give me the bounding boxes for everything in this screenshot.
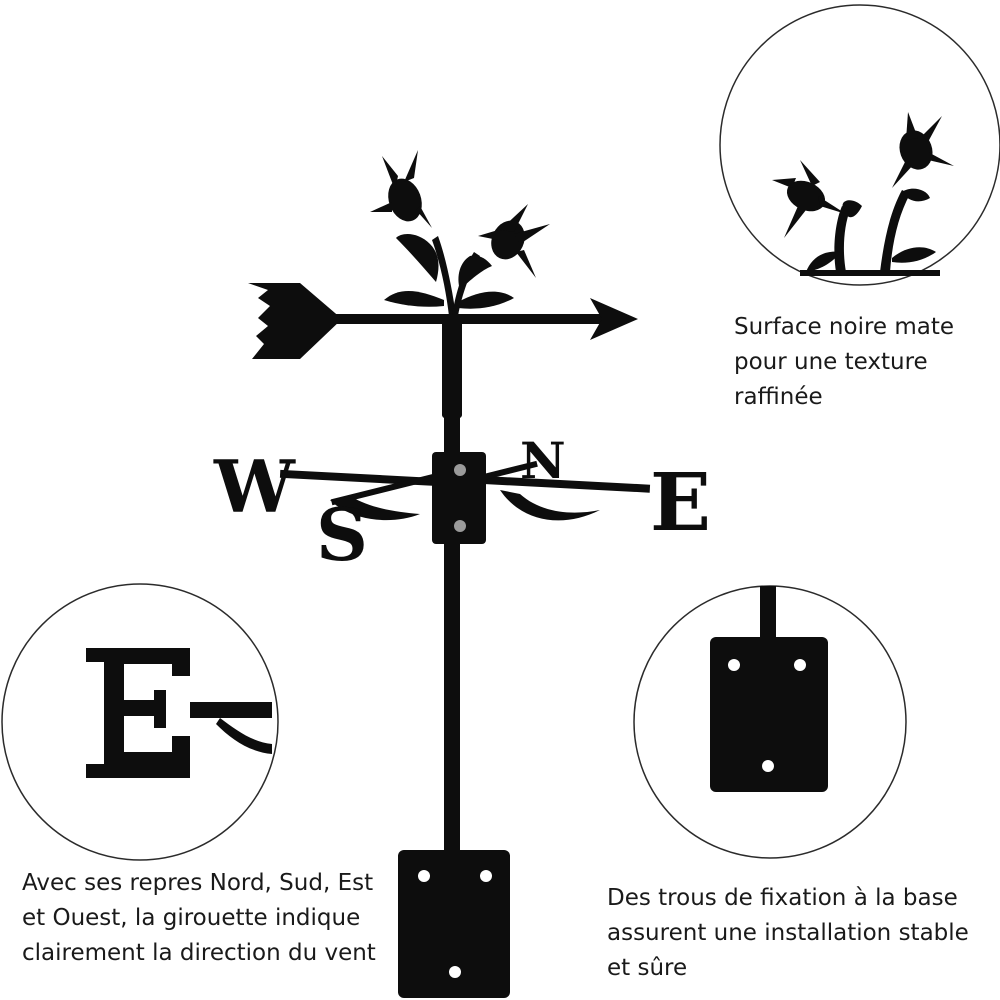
hummingbird-right — [478, 204, 550, 278]
detail-circle-mount — [633, 585, 907, 859]
compass-letter-east: E — [650, 455, 711, 549]
mounting-plate — [398, 850, 510, 998]
caption-line: et Ouest, la girouette indique — [22, 905, 361, 931]
caption-line: pour une texture — [734, 349, 928, 375]
hummingbird-left — [370, 150, 432, 228]
compass-arms — [279, 460, 651, 521]
caption-finish: Surface noire mate pour une texture raff… — [734, 310, 954, 415]
arrow-shaft — [320, 314, 610, 324]
caption-line: raffinée — [734, 384, 823, 410]
caption-mount: Des trous de fixation à la base assurent… — [607, 881, 969, 986]
weathervane: W E N S — [213, 150, 711, 998]
compass-letter-south: S — [316, 492, 368, 577]
caption-line: clairement la direction du vent — [22, 940, 376, 966]
compass-hub — [432, 452, 486, 544]
detail-circle-finish — [719, 4, 1000, 286]
letter-e-closeup — [86, 648, 190, 778]
flower-ornament — [384, 234, 514, 316]
caption-compass: Avec ses repres Nord, Sud, Est et Ouest,… — [22, 866, 376, 971]
caption-line: Surface noire mate — [734, 314, 955, 340]
detail-circle-compass — [1, 583, 279, 861]
compass-letter-north: N — [520, 431, 566, 490]
caption-line: Des trous de fixation à la base — [607, 885, 958, 911]
arrow-tail — [248, 283, 342, 359]
caption-line: et sûre — [607, 955, 688, 981]
caption-line: Avec ses repres Nord, Sud, Est — [22, 870, 374, 896]
caption-line: assurent une installation stable — [607, 920, 969, 946]
pole — [442, 318, 462, 418]
compass-letter-west: W — [213, 444, 296, 529]
arrow-head — [590, 298, 638, 340]
